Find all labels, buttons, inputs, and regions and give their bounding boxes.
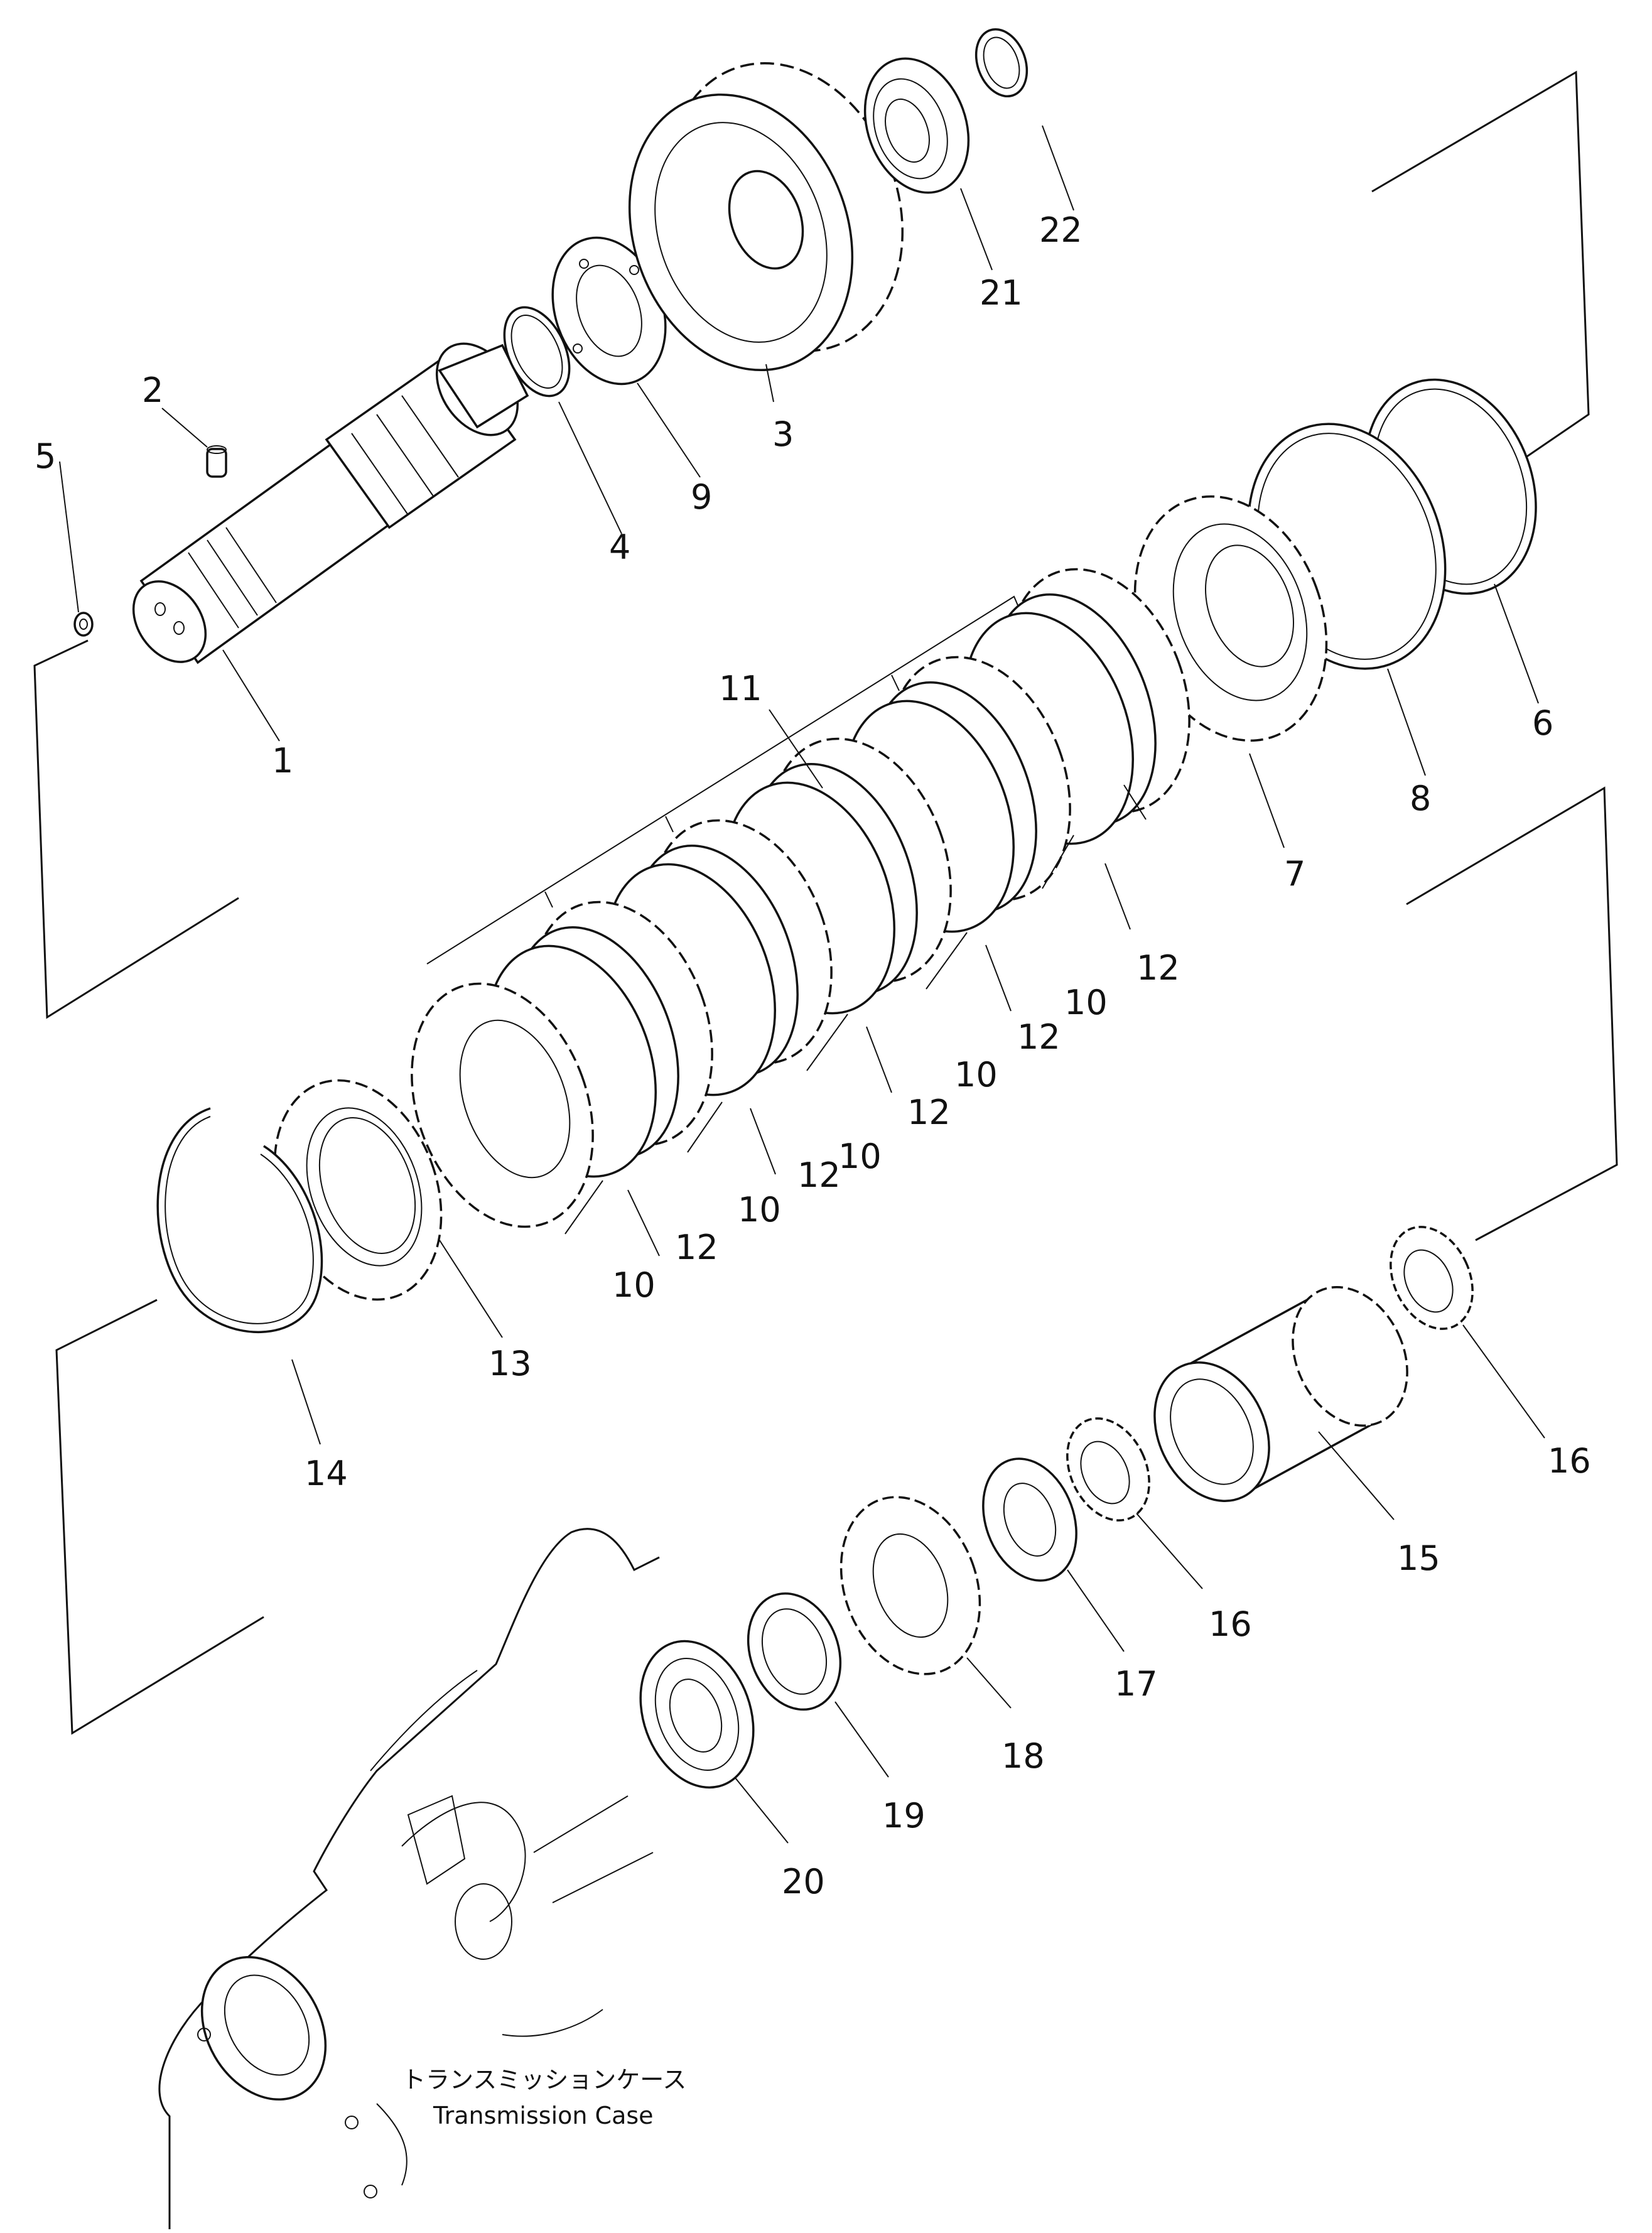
callout-10-e: 10 bbox=[612, 1265, 656, 1305]
part-4-snap-ring bbox=[503, 306, 571, 397]
callout-10-a: 10 bbox=[1064, 983, 1108, 1022]
callout-6: 6 bbox=[1532, 703, 1553, 743]
callout-4: 4 bbox=[609, 527, 630, 567]
part-3-clutch-drum-gear bbox=[628, 62, 904, 372]
case-label-english: Transmission Case bbox=[433, 2102, 654, 2129]
callout-3: 3 bbox=[772, 414, 794, 454]
clutch-pack bbox=[411, 568, 1190, 1228]
callout-13: 13 bbox=[489, 1344, 532, 1383]
callout-12-a: 12 bbox=[1136, 948, 1180, 988]
callout-10-b: 10 bbox=[954, 1055, 998, 1095]
callout-22: 22 bbox=[1039, 210, 1082, 250]
callout-labels: 1 2 3 4 5 6 7 8 9 10 10 10 10 10 11 12 1… bbox=[35, 210, 1591, 1901]
callout-8: 8 bbox=[1410, 779, 1431, 818]
callout-21: 21 bbox=[980, 273, 1023, 313]
assembly-bracket-lines bbox=[33, 70, 1618, 1735]
callout-2: 2 bbox=[142, 370, 163, 410]
part-18-gear bbox=[839, 1496, 981, 1675]
part-15-hub-gear bbox=[1153, 1286, 1408, 1502]
callout-11: 11 bbox=[719, 669, 762, 708]
callout-19: 19 bbox=[882, 1796, 926, 1836]
part-16-needle-bearing-upper bbox=[1390, 1226, 1474, 1330]
callout-12-d: 12 bbox=[797, 1155, 841, 1195]
transmission-case bbox=[158, 1528, 660, 2229]
part-5-plug bbox=[73, 612, 94, 637]
callout-12-b: 12 bbox=[1017, 1017, 1061, 1057]
callout-16-lower: 16 bbox=[1209, 1604, 1252, 1644]
callout-10-c: 10 bbox=[838, 1137, 882, 1176]
callout-18: 18 bbox=[1001, 1736, 1045, 1776]
leader-lines bbox=[59, 125, 1545, 1844]
callout-14: 14 bbox=[305, 1454, 348, 1493]
part-20-ball-bearing bbox=[639, 1640, 755, 1789]
callout-17: 17 bbox=[1115, 1664, 1158, 1704]
callout-12-e: 12 bbox=[675, 1228, 718, 1267]
part-22-snap-ring bbox=[974, 28, 1028, 98]
callout-1: 1 bbox=[272, 741, 293, 781]
transmission-case-label: トランスミッションケース Transmission Case bbox=[402, 2066, 686, 2129]
callout-5: 5 bbox=[35, 436, 56, 476]
part-21-ball-bearing bbox=[863, 57, 970, 194]
part-14-snap-ring bbox=[156, 1107, 323, 1333]
part-16-needle-bearing-lower bbox=[1066, 1417, 1150, 1522]
callout-16-upper: 16 bbox=[1548, 1441, 1591, 1481]
part-2-pin bbox=[206, 445, 227, 478]
callout-12-c: 12 bbox=[907, 1093, 951, 1132]
part-17-thrust-washer bbox=[982, 1457, 1077, 1582]
callout-9: 9 bbox=[691, 477, 712, 517]
callout-7: 7 bbox=[1284, 854, 1305, 894]
case-label-japanese: トランスミッションケース bbox=[402, 2066, 686, 2094]
part-19-needle-bearing bbox=[747, 1592, 842, 1711]
part-1-shaft bbox=[132, 342, 529, 664]
callout-10-d: 10 bbox=[738, 1190, 781, 1230]
callout-20: 20 bbox=[782, 1862, 825, 1901]
callout-15: 15 bbox=[1397, 1538, 1440, 1578]
